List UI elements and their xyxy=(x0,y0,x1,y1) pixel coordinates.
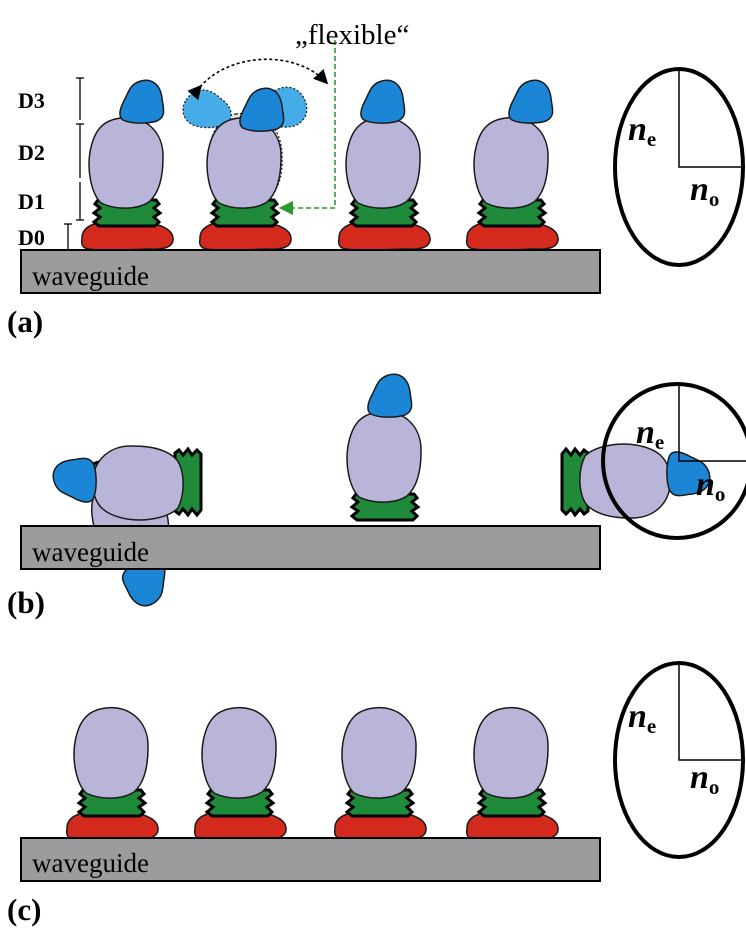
panel-b: waveguide (b) ne no xyxy=(7,373,746,620)
ne-symbol: n xyxy=(636,414,655,451)
waveguide-c xyxy=(20,837,601,882)
domain-label-d2: D2 xyxy=(18,140,45,165)
no-subscript: o xyxy=(709,775,720,799)
waveguide-label-c: waveguide xyxy=(32,848,149,878)
protein-a-1 xyxy=(80,79,174,251)
panel-label-b: (b) xyxy=(7,585,45,620)
domain-label-d3: D3 xyxy=(18,88,45,113)
protein-a-4 xyxy=(465,79,559,251)
domain-brackets xyxy=(64,77,84,251)
protein-b-3 xyxy=(346,373,422,522)
ne-symbol: n xyxy=(628,111,647,148)
svg-text:no: no xyxy=(696,466,725,506)
svg-text:ne: ne xyxy=(628,111,656,151)
waveguide-label-a: waveguide xyxy=(32,261,149,291)
panel-c: waveguide (c) ne no xyxy=(7,661,745,927)
no-symbol: n xyxy=(690,171,709,208)
waveguide-a xyxy=(20,249,601,294)
waveguide-b xyxy=(20,525,601,570)
ne-subscript: e xyxy=(655,430,664,454)
index-ellipse-c: ne no xyxy=(613,661,745,859)
protein-c-1 xyxy=(65,706,159,841)
panel-label-a: (a) xyxy=(7,304,43,339)
svg-text:ne: ne xyxy=(628,698,656,738)
no-symbol: n xyxy=(690,759,709,796)
protein-b-2 xyxy=(52,445,203,521)
no-subscript: o xyxy=(709,187,720,211)
svg-text:ne: ne xyxy=(636,414,664,454)
protein-c-3 xyxy=(333,706,427,841)
protein-c-2 xyxy=(193,706,287,841)
flex-curved-arrow xyxy=(187,58,329,101)
protein-b-4 xyxy=(560,443,711,519)
panel-label-c: (c) xyxy=(7,892,41,927)
domain-label-d0: D0 xyxy=(18,225,45,250)
index-ellipse-a: ne no xyxy=(613,67,745,267)
ne-subscript: e xyxy=(647,127,656,151)
svg-text:no: no xyxy=(690,759,719,799)
svg-text:no: no xyxy=(690,171,719,211)
domain-label-d1: D1 xyxy=(18,189,45,214)
no-subscript: o xyxy=(715,482,726,506)
protein-c-4 xyxy=(465,706,559,841)
flex-pointer-arrow xyxy=(278,40,336,216)
panel-a: „flexible“ D3 D2 D1 D0 waveguide (a) ne … xyxy=(7,19,745,339)
ne-subscript: e xyxy=(647,714,656,738)
flexible-label: „flexible“ xyxy=(295,19,409,51)
waveguide-label-b: waveguide xyxy=(32,537,149,567)
protein-a-3 xyxy=(337,79,431,251)
index-ellipse-b: ne no xyxy=(601,382,746,540)
no-symbol: n xyxy=(696,466,715,503)
ne-symbol: n xyxy=(628,698,647,735)
